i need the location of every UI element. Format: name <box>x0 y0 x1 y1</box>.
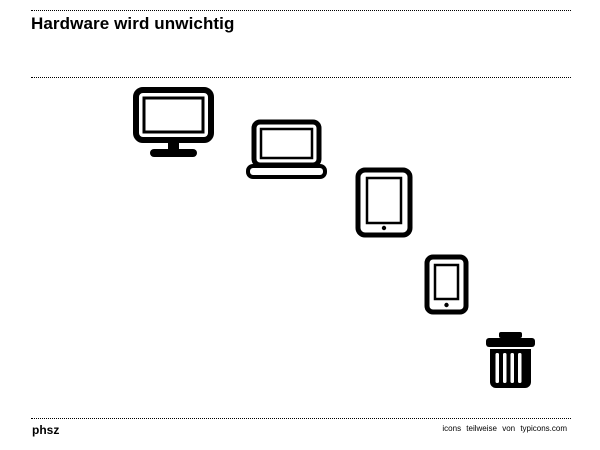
slide-title: Hardware wird unwichtig <box>31 14 235 33</box>
smartphone-icon <box>424 254 469 315</box>
phsz-logo: phsz <box>32 423 60 437</box>
title-divider <box>31 77 571 78</box>
trash-can-icon <box>485 331 536 390</box>
top-divider <box>31 10 571 11</box>
laptop-icon <box>246 119 327 180</box>
tablet-icon <box>355 167 413 238</box>
footer-divider <box>31 418 571 419</box>
desktop-monitor-icon <box>133 87 214 158</box>
icon-credit: icons teilweise von typicons.com <box>442 424 567 433</box>
